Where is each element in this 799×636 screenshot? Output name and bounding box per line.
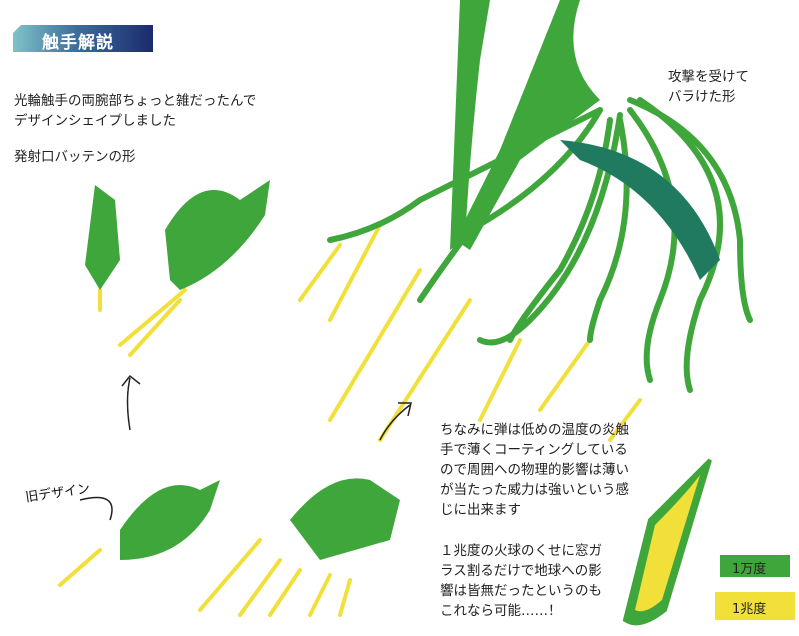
arrows [79, 374, 412, 521]
fireball-note-line3: 響は皆無だったというのも [440, 583, 602, 599]
launcher-caption: 発射口バッテンの形 [14, 149, 136, 165]
arrow-up-icon [121, 374, 141, 431]
tentacle-dark-arm [560, 140, 720, 280]
beam-strokes [58, 223, 642, 617]
fireball-note-line2: ラス割るだけで地球への影 [440, 563, 602, 579]
arrow-up-right-icon [379, 402, 412, 441]
bullet-note-line4: が当たった威力は強いという感 [440, 482, 629, 498]
intro-text-line1: 光輪触手の両腕部ちょっと雑だったんで [14, 93, 257, 109]
bullet-note-line3: ので周囲への物理的影響は薄い [440, 462, 629, 478]
legend-inner-swatch [715, 592, 795, 620]
fireball-note-line1: １兆度の火球のくせに窓ガ [440, 543, 602, 559]
legend-outer-swatch [720, 555, 790, 577]
intro-text-line2: デザインシェイプしました [14, 113, 176, 129]
bullet-note-line2: 手で薄くコーティングしている [440, 442, 628, 458]
title-banner [13, 25, 153, 52]
legend-inner-shape [635, 475, 700, 612]
legend-inner-label: 1兆度 [732, 602, 767, 617]
bullet-note-line1: ちなみに弾は低めの温度の炎触 [440, 422, 629, 438]
tentacle-shapes [85, 0, 600, 560]
legend-outer-label: 1万度 [732, 562, 767, 577]
page-title: 触手解説 [42, 33, 114, 53]
scattered-caption-line1: 攻撃を受けて [668, 69, 749, 85]
scattered-caption-line2: バラけた形 [668, 89, 736, 105]
curve-mark [79, 496, 113, 521]
bullet-note-line5: じに出来ます [440, 502, 521, 518]
fireball-note-line4: これなら可能……！ [440, 603, 562, 619]
